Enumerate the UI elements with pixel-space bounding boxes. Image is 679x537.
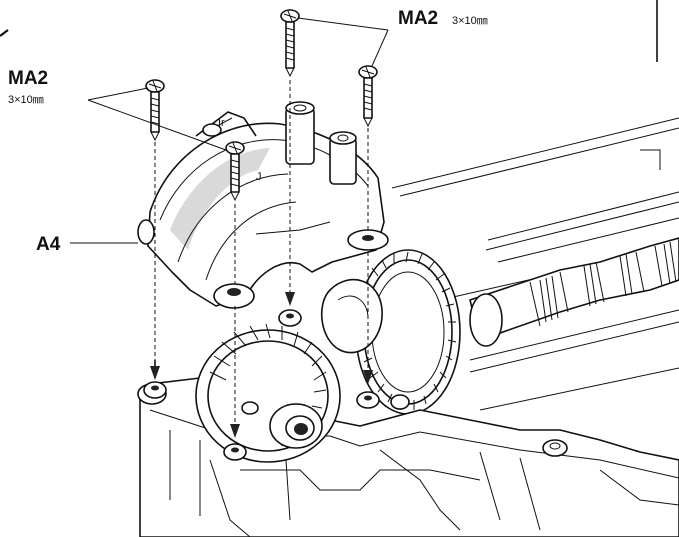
mounting-bosses — [143, 309, 380, 461]
camshaft-knurl — [539, 241, 677, 323]
screw-icon — [358, 65, 378, 128]
screw-icon — [145, 79, 165, 142]
cover-part: Ir J — [137, 101, 389, 309]
svg-text:Ir: Ir — [218, 117, 225, 129]
corner-mark — [0, 29, 9, 37]
lower-gear — [195, 323, 341, 463]
label-a4: A4 — [36, 234, 61, 255]
label-ma2-left-size: 3×10㎜ — [8, 94, 44, 106]
alignment-guides — [150, 80, 373, 438]
label-ma2-left: MA2 — [8, 68, 48, 89]
screw-icon — [225, 141, 245, 202]
screw-icon — [280, 9, 300, 78]
leader-lines — [70, 17, 389, 244]
label-ma2-top-size: 3×10㎜ — [452, 15, 488, 27]
label-ma2-top: MA2 — [398, 8, 438, 29]
svg-text:J: J — [256, 171, 262, 183]
engine-block — [321, 117, 679, 415]
